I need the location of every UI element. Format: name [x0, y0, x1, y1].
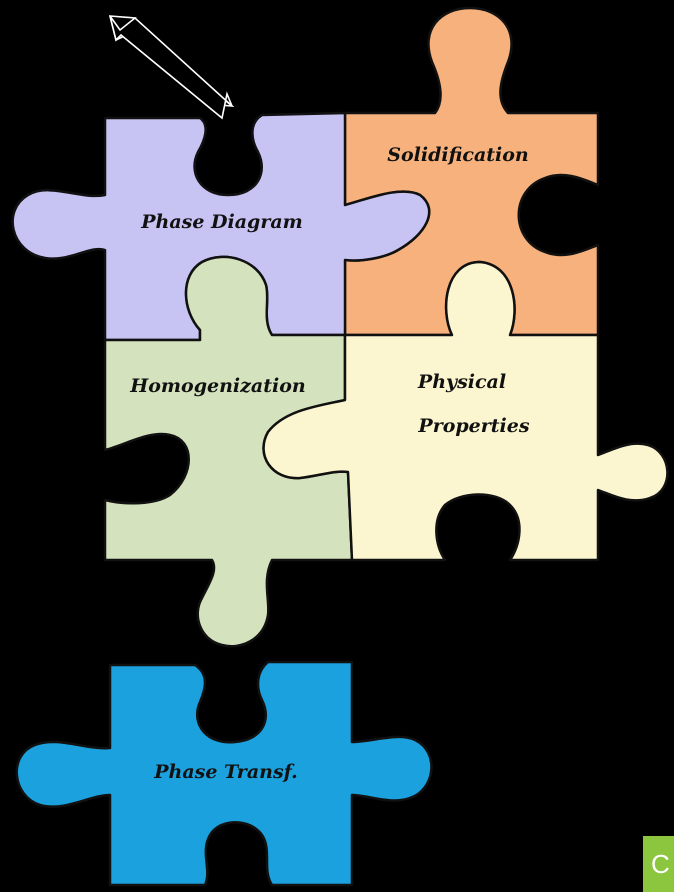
puzzle-piece-physical-properties	[262, 260, 669, 562]
label-solidification: Solidification	[387, 144, 529, 166]
label-homogenization: Homogenization	[129, 375, 305, 397]
puzzle-piece-phase-diagram	[11, 111, 431, 342]
label-phase-transf: Phase Transf.	[153, 761, 298, 783]
label-phase-diagram: Phase Diagram	[140, 211, 303, 233]
puzzle-piece-homogenization	[103, 255, 354, 648]
corner-badge: C	[643, 836, 674, 892]
double-arrow-icon	[108, 15, 235, 120]
puzzle-piece-phase-transf	[15, 660, 433, 887]
label-physical: Physical	[417, 371, 506, 393]
label-properties: Properties	[417, 415, 529, 437]
